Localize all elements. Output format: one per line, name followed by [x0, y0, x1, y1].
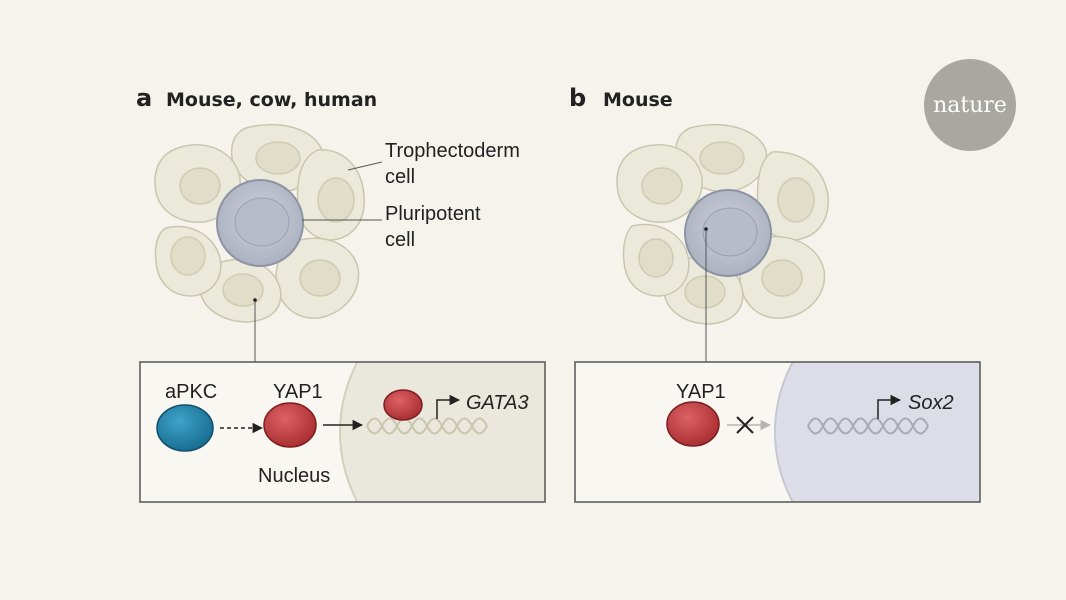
cell-nucleus — [684, 275, 726, 309]
embryo-a — [154, 123, 365, 323]
gata3-transcription-arrow — [436, 394, 461, 419]
pluripotent-label-line1: Pluripotent — [385, 203, 481, 225]
yap1-label-b: YAP1 — [676, 381, 726, 403]
cell-nucleus — [638, 238, 674, 278]
apkc-label: aPKC — [165, 381, 217, 403]
cell-nucleus — [777, 177, 815, 223]
cell-nucleus — [699, 141, 745, 175]
gata3-gene-label: GATA3 — [466, 392, 529, 414]
inset-b: YAP1 Sox2 — [574, 361, 981, 503]
cell-nucleus — [179, 167, 221, 205]
embryo-b — [616, 123, 829, 325]
panel-a-letter: a — [136, 84, 152, 112]
trophectoderm-label-line2: cell — [385, 166, 415, 188]
yap1-protein-b — [666, 401, 720, 447]
block-x-icon — [736, 416, 754, 434]
cell-nucleus — [761, 259, 803, 297]
cell-nucleus — [641, 167, 683, 205]
nucleus-region-b — [774, 362, 980, 502]
trophectoderm-leader-line — [347, 161, 383, 171]
pluripotent-label-line2: cell — [385, 229, 415, 251]
apkc-protein — [156, 404, 214, 452]
sox2-gene-label: Sox2 — [908, 392, 954, 414]
inset-b-leader-dot — [704, 227, 708, 231]
pluripotent-nucleus — [234, 197, 290, 247]
cell-nucleus — [170, 236, 206, 276]
nature-logo[interactable]: nature — [924, 59, 1016, 151]
inset-a-border — [139, 361, 546, 503]
yap1-label-a: YAP1 — [273, 381, 323, 403]
yap1-nuclear-protein — [383, 389, 423, 421]
inset-a-leader-dot — [253, 298, 257, 302]
panel-b-letter: b — [569, 84, 586, 112]
cell-nucleus — [222, 273, 264, 307]
nature-logo-text: nature — [933, 93, 1007, 118]
panel-a-title: Mouse, cow, human — [166, 89, 377, 111]
cell-nucleus — [317, 177, 355, 223]
cell-nucleus — [299, 259, 341, 297]
pluripotent-nucleus — [702, 207, 758, 257]
yap1-protein-a — [263, 402, 317, 448]
inset-b-border — [574, 361, 981, 503]
panel-b-title: Mouse — [603, 89, 673, 111]
inset-a: aPKC YAP1 GATA3 Nucleus — [139, 361, 546, 503]
cell-nucleus — [255, 141, 301, 175]
nucleus-label: Nucleus — [258, 465, 330, 487]
trophectoderm-label-line1: Trophectoderm — [385, 140, 520, 162]
sox2-transcription-arrow — [877, 394, 902, 419]
